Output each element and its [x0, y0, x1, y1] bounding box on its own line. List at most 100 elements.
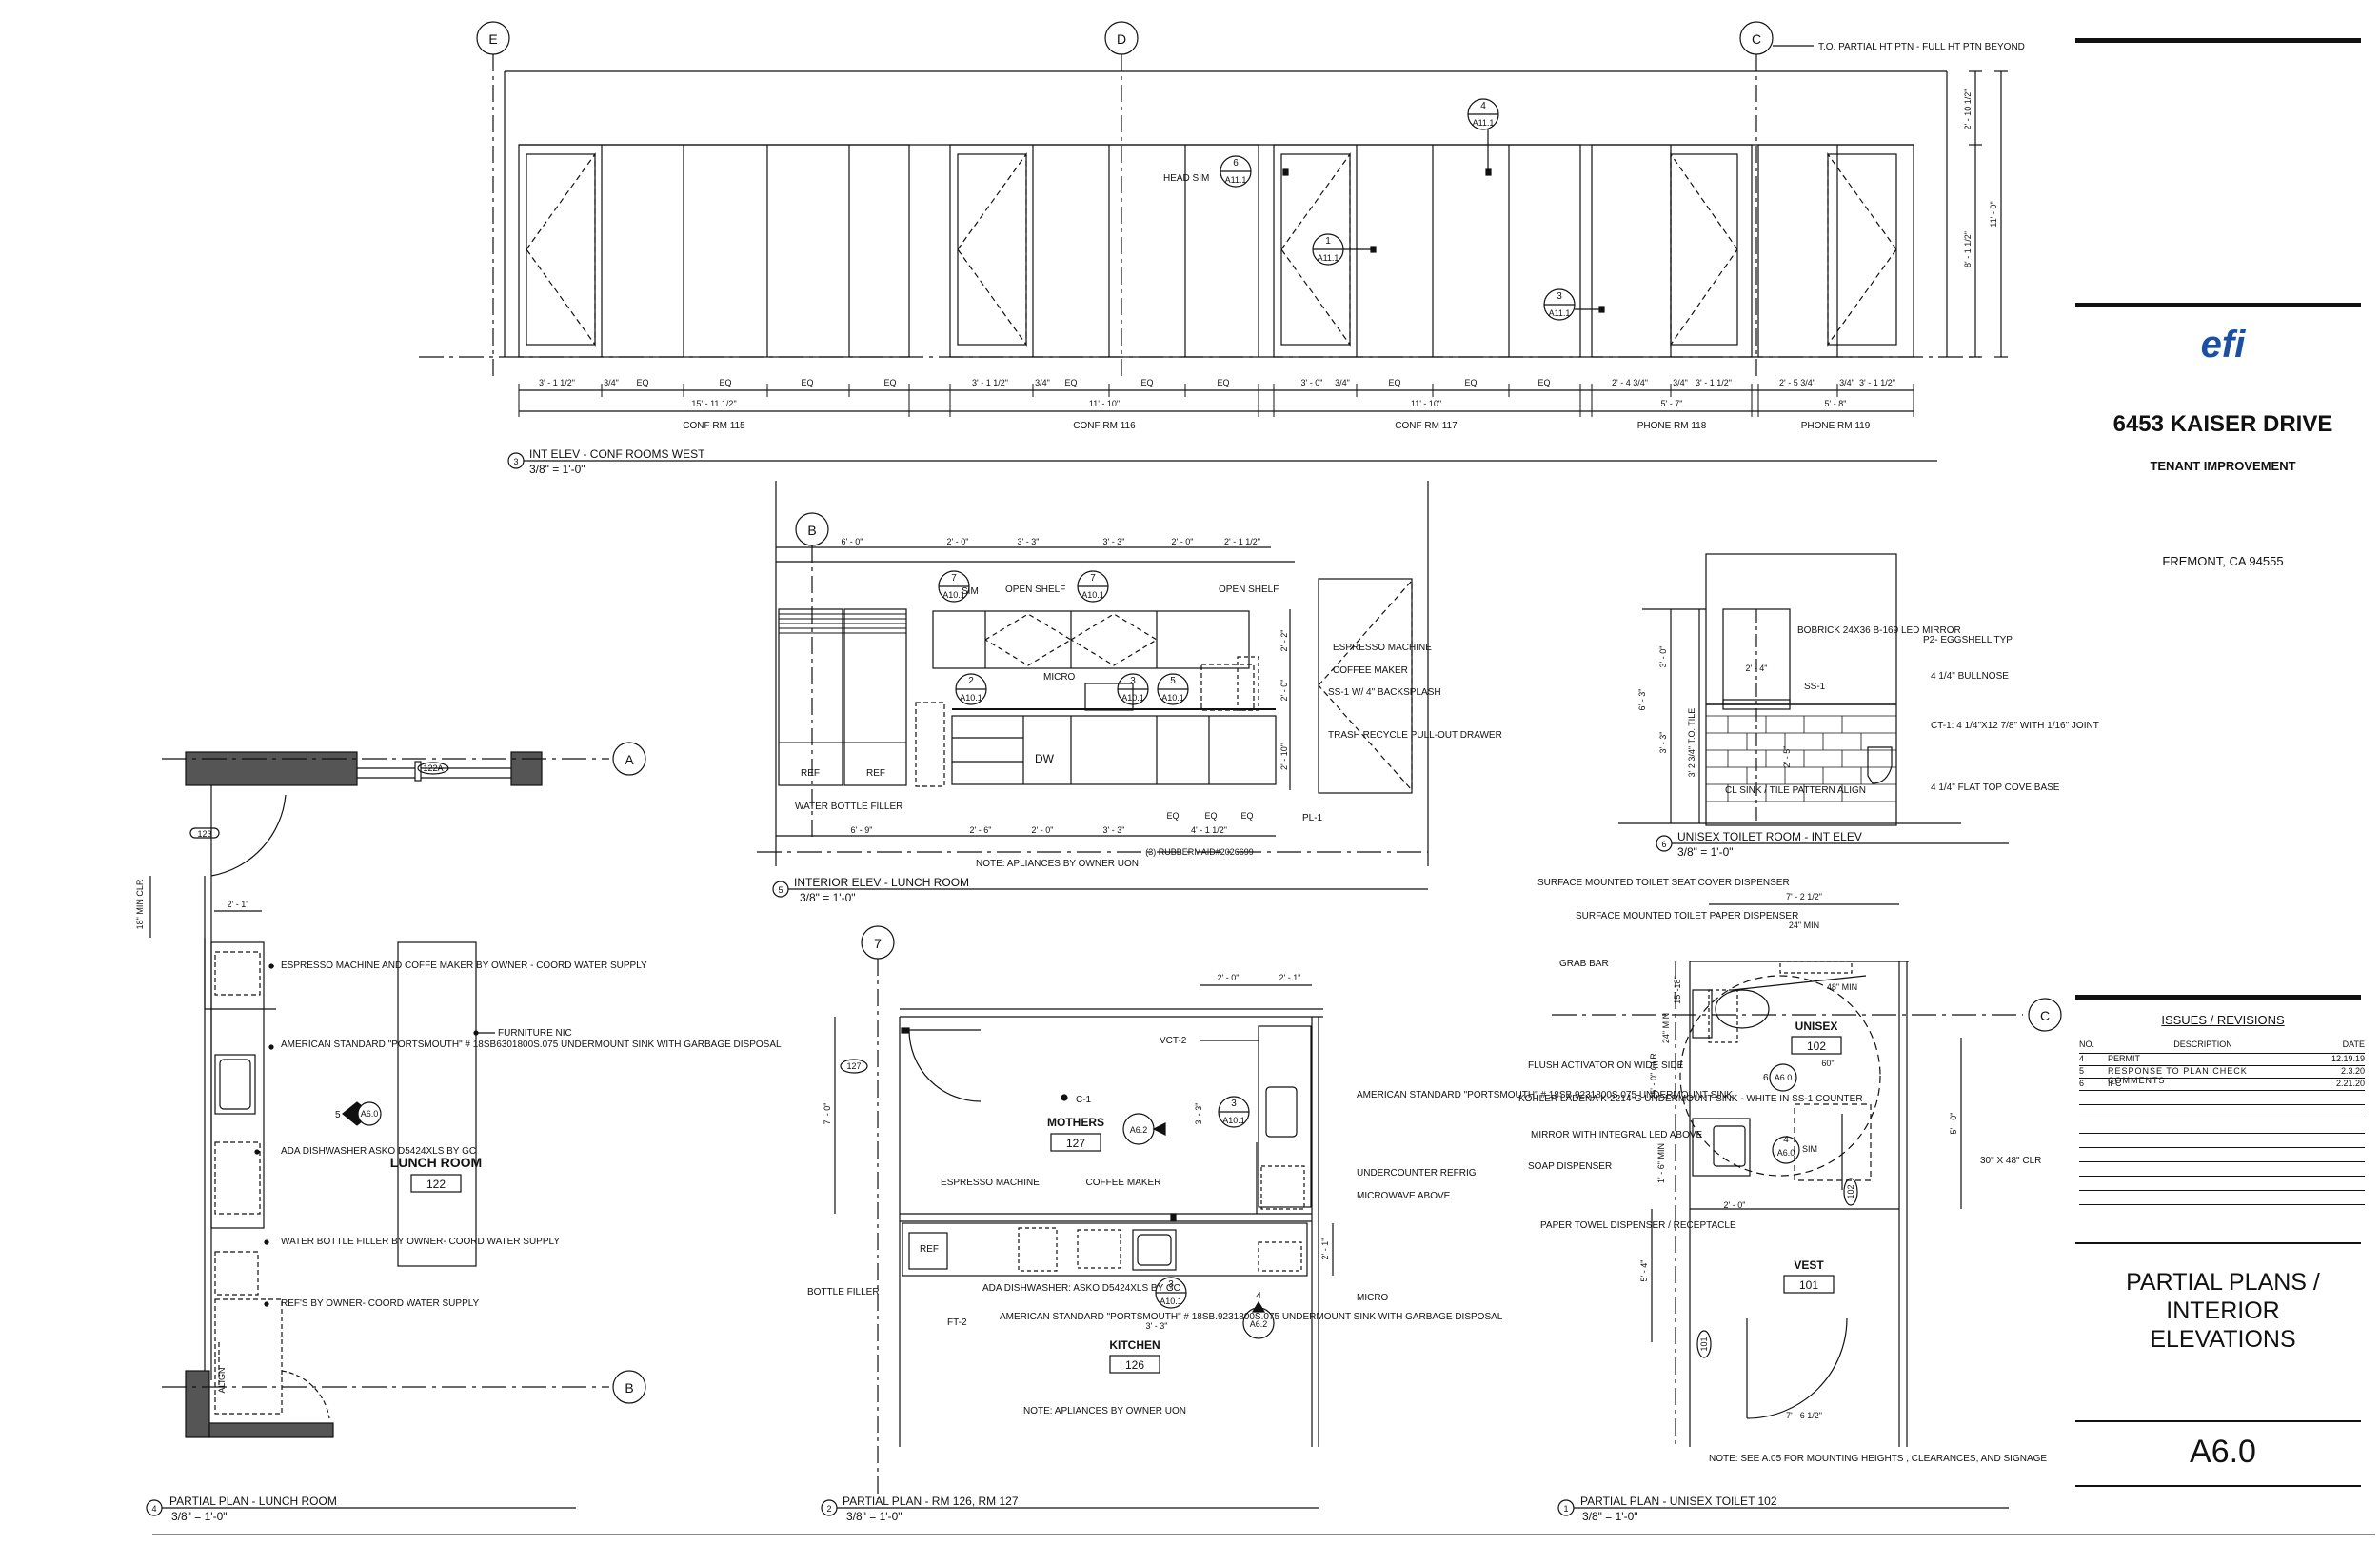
svg-text:A6.2: A6.2: [1130, 1125, 1148, 1135]
svg-text:EQ: EQ: [801, 378, 813, 387]
section-tag: A6.2: [1122, 1113, 1166, 1145]
divider: [2075, 38, 2361, 43]
unisex-toilet-plan: C UNISEX 102 VEST 101 101 102 SURFACE MO…: [1518, 878, 2062, 1523]
svg-text:1' - 6" MIN: 1' - 6" MIN: [1656, 1143, 1666, 1183]
svg-text:CT-1: 4 1/4"X12 7/8" WITH 1/16: CT-1: 4 1/4"X12 7/8" WITH 1/16" JOINT: [1931, 721, 2099, 731]
svg-text:3: 3: [1231, 1099, 1237, 1109]
svg-text:7' - 0": 7' - 0": [823, 1103, 832, 1125]
room-name: CONF RM 116: [1073, 421, 1136, 431]
svg-text:MIRROR WITH INTEGRAL LED ABOVE: MIRROR WITH INTEGRAL LED ABOVE: [1531, 1130, 1703, 1140]
svg-text:EQ: EQ: [1204, 811, 1217, 821]
svg-text:KOHLER LADENA K-2214-G UNDERMO: KOHLER LADENA K-2214-G UNDERMOUNT SINK -…: [1518, 1094, 1863, 1104]
svg-text:A6.2: A6.2: [1250, 1319, 1268, 1329]
svg-text:30" X 48" CLR: 30" X 48" CLR: [1980, 1156, 2041, 1166]
section-tag: 3 A10.1: [1155, 1277, 1187, 1309]
svg-text:3' - 3": 3' - 3": [1018, 537, 1040, 546]
room-name: PHONE RM 119: [1801, 421, 1871, 431]
svg-text:TRASH RECYCLE PULL-OUT DRAWER: TRASH RECYCLE PULL-OUT DRAWER: [1328, 730, 1502, 741]
svg-text:6: 6: [1763, 1073, 1769, 1083]
svg-text:3' - 3": 3' - 3": [1194, 1103, 1203, 1125]
svg-text:18" MIN CLR: 18" MIN CLR: [135, 879, 145, 929]
room-name: PHONE RM 118: [1637, 421, 1707, 431]
svg-text:3' - 1 1/2": 3' - 1 1/2": [539, 378, 575, 387]
svg-text:5' - 0" CLR: 5' - 0" CLR: [1649, 1053, 1658, 1095]
svg-text:2' - 5 3/4": 2' - 5 3/4": [1779, 378, 1815, 387]
svg-text:A10.1: A10.1: [1081, 590, 1104, 600]
svg-text:3/4": 3/4": [1673, 378, 1688, 387]
svg-text:2' - 0": 2' - 0": [1724, 1200, 1746, 1210]
door-tag: 122A: [423, 763, 443, 773]
svg-text:SURFACE MOUNTED TOILET PAPER D: SURFACE MOUNTED TOILET PAPER DISPENSER: [1576, 911, 1798, 921]
svg-text:3' - 0": 3' - 0": [1658, 646, 1668, 668]
section-tag: 2 A10.1: [955, 673, 987, 705]
section-tag: 4 A11.1: [1467, 98, 1499, 176]
room-number: 122: [426, 1178, 446, 1191]
lunch-room-plan: A 122A 123 B 18" MIN CLR 2' - 1" LUN: [135, 742, 782, 1523]
svg-text:24" MIN: 24" MIN: [1661, 1013, 1671, 1043]
section-tag: 3 A11.1: [1543, 288, 1605, 321]
svg-text:PARTIAL PLAN - RM 126, RM 127: PARTIAL PLAN - RM 126, RM 127: [843, 1495, 1019, 1508]
grid-label-C-plan: C: [2040, 1008, 2050, 1023]
svg-text:AMERICAN STANDARD "PORTSMOUTH": AMERICAN STANDARD "PORTSMOUTH" # 18SB630…: [281, 1040, 782, 1050]
room-name: CONF RM 115: [683, 421, 745, 431]
svg-text:A10.1: A10.1: [1161, 693, 1184, 703]
grid-label-B: B: [807, 523, 816, 538]
door-tag: 127: [846, 1061, 861, 1071]
svg-text:11' - 10": 11' - 10": [1411, 399, 1441, 408]
room-name: KITCHEN: [1109, 1338, 1160, 1352]
svg-text:2: 2: [826, 1504, 831, 1514]
svg-text:15"-18": 15"-18": [1673, 976, 1682, 1003]
svg-text:MICRO: MICRO: [1357, 1293, 1389, 1303]
svg-text:REF'S BY OWNER- COORD WATER SU: REF'S BY OWNER- COORD WATER SUPPLY: [281, 1298, 480, 1309]
room-number: 127: [1066, 1137, 1085, 1150]
svg-text:CL SINK / TILE PATTERN ALIGN: CL SINK / TILE PATTERN ALIGN: [1725, 785, 1866, 796]
grid-label-B-plan: B: [625, 1380, 633, 1396]
svg-text:1: 1: [1563, 1504, 1568, 1514]
svg-text:3/8" = 1'-0": 3/8" = 1'-0": [1582, 1510, 1638, 1523]
svg-text:UNDERCOUNTER REFRIG: UNDERCOUNTER REFRIG: [1357, 1168, 1477, 1179]
svg-text:6' - 0": 6' - 0": [842, 537, 863, 546]
divider: [2075, 1242, 2361, 1244]
svg-text:2' - 1": 2' - 1": [228, 900, 249, 909]
svg-text:OPEN SHELF: OPEN SHELF: [1005, 584, 1065, 595]
svg-text:5: 5: [335, 1110, 341, 1120]
svg-text:3/8" = 1'-0": 3/8" = 1'-0": [171, 1510, 228, 1523]
svg-text:2' - 4 3/4": 2' - 4 3/4": [1612, 378, 1648, 387]
svg-text:SIM: SIM: [962, 586, 979, 597]
divider: [2075, 995, 2361, 1000]
revisions-table: NO. DESCRIPTION DATE 4 PERMIT 12.19.19 5…: [2079, 1040, 2365, 1205]
svg-text:24" MIN: 24" MIN: [1789, 921, 1819, 930]
svg-text:VCT-2: VCT-2: [1160, 1036, 1187, 1046]
title-block: efi 6453 KAISER DRIVE TENANT IMPROVEMENT…: [2066, 0, 2380, 1540]
section-tag: 4 A6.0: [1772, 1135, 1800, 1164]
svg-text:5: 5: [778, 885, 783, 895]
lunch-room-elevation: B REF REF DW MICRO: [757, 481, 1502, 904]
svg-text:MICROWAVE ABOVE: MICROWAVE ABOVE: [1357, 1191, 1451, 1201]
revision-row: 5 RESPONSE TO PLAN CHECK COMMENTS 2.3.20: [2079, 1066, 2365, 1085]
revisions-title: ISSUES / REVISIONS: [2161, 1013, 2285, 1027]
room-number: 102: [1807, 1040, 1826, 1053]
svg-text:3' 2 3/4" T.O. TILE: 3' 2 3/4" T.O. TILE: [1687, 708, 1696, 778]
svg-text:A10.1: A10.1: [1160, 1297, 1182, 1306]
svg-text:2' - 1": 2' - 1": [1279, 973, 1301, 982]
grid-bubble-C: C: [1739, 21, 1774, 376]
svg-text:WATER BOTTLE FILLER: WATER BOTTLE FILLER: [795, 802, 902, 812]
svg-text:5' - 4": 5' - 4": [1639, 1260, 1649, 1282]
section-tag: 6 A11.1 HEAD SIM: [1163, 155, 1289, 188]
svg-text:EQ: EQ: [1064, 378, 1077, 387]
svg-text:A10.1: A10.1: [1222, 1116, 1245, 1125]
view-title: 4 PARTIAL PLAN - LUNCH ROOM 3/8" = 1'-0": [146, 1495, 576, 1523]
svg-text:EQ: EQ: [1217, 378, 1229, 387]
svg-text:5' - 8": 5' - 8": [1825, 399, 1847, 408]
svg-text:3' - 3": 3' - 3": [1658, 732, 1668, 754]
section-tag: 3 A10.1: [1117, 673, 1149, 705]
project-name: 6453 KAISER DRIVE: [2112, 411, 2333, 437]
svg-text:2' - 10": 2' - 10": [1279, 743, 1289, 770]
svg-text:GRAB BAR: GRAB BAR: [1559, 959, 1609, 969]
svg-text:3/8" = 1'-0": 3/8" = 1'-0": [800, 891, 856, 904]
svg-text:3/8" = 1'-0": 3/8" = 1'-0": [846, 1510, 902, 1523]
divider: [2075, 303, 2361, 307]
svg-text:11' - 0": 11' - 0": [1989, 201, 1998, 227]
revision-row: 4 PERMIT 12.19.19: [2079, 1054, 2365, 1066]
